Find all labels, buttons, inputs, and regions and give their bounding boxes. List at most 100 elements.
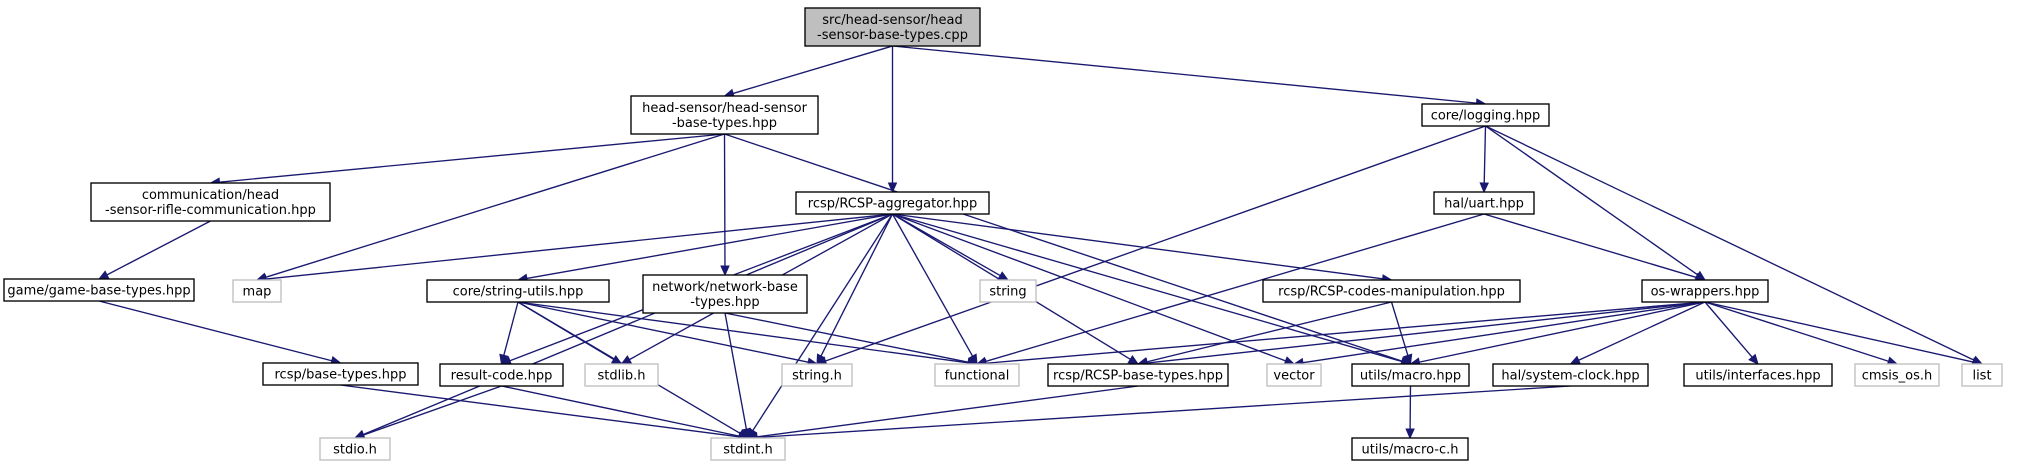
node-stdio-h-label: stdio.h xyxy=(333,443,377,458)
edge-root-to-hs_types xyxy=(723,45,893,98)
node-cmsis-os-h-label: cmsis_os.h xyxy=(1862,369,1933,384)
node-string-h-label: string.h xyxy=(792,369,842,384)
edge-aggregator-to-stdint xyxy=(747,213,894,440)
node-head-sensor-base-types-hpp[interactable]: head-sensor/head-sensor-base-types.hpp xyxy=(630,95,819,135)
node-list-label: list xyxy=(1972,369,1991,384)
edge-hs_types-to-netbase xyxy=(720,133,730,277)
edge-uart-to-oswrap xyxy=(1483,213,1707,282)
node-stdio-h-box xyxy=(319,437,391,461)
node-network-base-types-label: network/network-base xyxy=(652,280,798,295)
edge-aggregator-to-strutils xyxy=(516,213,893,284)
node-network-base-types-label: -types.hpp xyxy=(690,295,759,310)
edge-logging-to-list xyxy=(1485,125,1984,365)
node-map-label: map xyxy=(243,285,272,300)
node-rcsp-codes-manipulation[interactable]: rcsp/RCSP-codes-manipulation.hpp xyxy=(1262,279,1521,303)
node-os-wrappers[interactable]: os-wrappers.hpp xyxy=(1641,279,1769,303)
node-head-sensor-base-types-hpp-box xyxy=(630,95,819,135)
dependency-nodes: src/head-sensor/head-sensor-base-types.c… xyxy=(3,7,2003,461)
edge-root-to-aggregator xyxy=(887,46,898,194)
node-rcsp-codes-manipulation-box xyxy=(1262,279,1521,303)
node-utils-macro-c-label: utils/macro-c.h xyxy=(1362,443,1459,458)
edge-aggregator-to-map xyxy=(255,213,893,284)
edge-codes-to-macro xyxy=(1390,301,1413,366)
node-os-wrappers-box xyxy=(1641,279,1769,303)
node-functional: functional xyxy=(934,363,1020,387)
node-head-sensor-base-types-cpp-box xyxy=(804,7,981,47)
dependency-edges xyxy=(97,45,1984,443)
node-vector-label: vector xyxy=(1273,369,1315,384)
node-hal-uart-box xyxy=(1433,191,1535,215)
node-utils-macro-label: utils/macro.hpp xyxy=(1360,369,1461,384)
node-head-sensor-base-types-cpp[interactable]: src/head-sensor/head-sensor-base-types.c… xyxy=(804,7,981,47)
node-utils-macro-c[interactable]: utils/macro-c.h xyxy=(1351,437,1469,461)
node-cmsis-os-h-box xyxy=(1854,363,1940,387)
node-vector-box xyxy=(1266,363,1322,387)
node-cmsis-os-h: cmsis_os.h xyxy=(1854,363,1940,387)
node-string-label: string xyxy=(989,285,1026,300)
node-hal-uart[interactable]: hal/uart.hpp xyxy=(1433,191,1535,215)
edge-rcspB-to-stdint xyxy=(746,385,1139,442)
edge-oswrap-to-rcspB xyxy=(1136,301,1706,368)
node-utils-macro-c-box xyxy=(1351,437,1469,461)
node-game-base-types-label: game/game-base-types.hpp xyxy=(7,284,190,299)
edge-aggregator-to-functional xyxy=(891,213,978,366)
node-head-sensor-base-types-cpp-label: src/head-sensor/head xyxy=(822,13,962,28)
node-game-base-types[interactable]: game/game-base-types.hpp xyxy=(3,278,195,302)
node-core-logging-label: core/logging.hpp xyxy=(1431,109,1541,124)
node-functional-box xyxy=(934,363,1020,387)
node-rcsp-codes-manipulation-label: rcsp/RCSP-codes-manipulation.hpp xyxy=(1278,285,1505,300)
edge-strutils-to-result xyxy=(499,301,519,366)
node-utils-interfaces[interactable]: utils/interfaces.hpp xyxy=(1683,363,1833,387)
edge-aggregator-to-vector xyxy=(892,213,1296,366)
edge-oswrap-to-cmsis xyxy=(1704,301,1899,366)
edge-hs_types-to-comm xyxy=(209,133,725,187)
node-string-h-box xyxy=(781,363,853,387)
node-rcsp-rcsp-base-types[interactable]: rcsp/RCSP-base-types.hpp xyxy=(1047,363,1229,387)
node-hal-uart-label: hal/uart.hpp xyxy=(1444,197,1524,212)
node-utils-macro[interactable]: utils/macro.hpp xyxy=(1351,363,1470,387)
node-utils-interfaces-box xyxy=(1683,363,1833,387)
node-list: list xyxy=(1961,363,2003,387)
node-game-base-types-box xyxy=(3,278,195,302)
node-core-string-utils[interactable]: core/string-utils.hpp xyxy=(426,279,610,303)
node-stdlib-h: stdlib.h xyxy=(584,363,659,387)
edge-netbase-to-stdint xyxy=(724,312,751,440)
node-rcsp-aggregator-box xyxy=(795,191,990,215)
edge-result-to-stdio xyxy=(353,385,502,440)
edge-oswrap-to-vector xyxy=(1292,301,1706,368)
node-stdint-h-label: stdint.h xyxy=(723,443,772,458)
node-rcsp-aggregator[interactable]: rcsp/RCSP-aggregator.hpp xyxy=(795,191,990,215)
node-os-wrappers-label: os-wrappers.hpp xyxy=(1651,285,1760,300)
node-hal-system-clock[interactable]: hal/system-clock.hpp xyxy=(1492,363,1649,387)
node-result-code[interactable]: result-code.hpp xyxy=(439,363,564,387)
node-network-base-types-box xyxy=(642,274,808,314)
node-vector: vector xyxy=(1266,363,1322,387)
edge-aggregator-to-stdio xyxy=(353,213,893,439)
node-head-sensor-rifle-communication[interactable]: communication/head-sensor-rifle-communic… xyxy=(90,182,331,222)
edge-sysclock-to-stdint xyxy=(746,385,1571,443)
node-rcsp-base-types[interactable]: rcsp/base-types.hpp xyxy=(262,362,419,386)
node-string-h: string.h xyxy=(781,363,853,387)
node-head-sensor-base-types-cpp-label: -sensor-base-types.cpp xyxy=(817,28,968,43)
node-functional-label: functional xyxy=(945,369,1010,384)
edge-oswrap-to-interfaces xyxy=(1704,301,1759,365)
node-rcsp-rcsp-base-types-label: rcsp/RCSP-base-types.hpp xyxy=(1053,369,1223,384)
node-rcsp-aggregator-label: rcsp/RCSP-aggregator.hpp xyxy=(808,197,977,212)
node-head-sensor-base-types-hpp-label: -base-types.hpp xyxy=(672,116,777,131)
node-rcsp-base-types-box xyxy=(262,362,419,386)
edge-root-to-logging xyxy=(892,45,1487,108)
node-network-base-types[interactable]: network/network-base-types.hpp xyxy=(642,274,808,314)
node-rcsp-rcsp-base-types-box xyxy=(1047,363,1229,387)
node-head-sensor-rifle-communication-label: -sensor-rifle-communication.hpp xyxy=(105,203,316,218)
edge-codes-to-rcspB xyxy=(1136,301,1392,367)
edge-logging-to-uart xyxy=(1479,125,1489,194)
node-core-logging[interactable]: core/logging.hpp xyxy=(1421,103,1550,127)
node-head-sensor-rifle-communication-box xyxy=(90,182,331,222)
node-result-code-label: result-code.hpp xyxy=(451,369,553,384)
node-result-code-box xyxy=(439,363,564,387)
node-head-sensor-rifle-communication-label: communication/head xyxy=(142,188,279,203)
node-stdlib-h-label: stdlib.h xyxy=(598,369,646,384)
node-hal-system-clock-box xyxy=(1492,363,1649,387)
edge-oswrap-to-list xyxy=(1704,301,1984,367)
node-stdlib-h-box xyxy=(584,363,659,387)
